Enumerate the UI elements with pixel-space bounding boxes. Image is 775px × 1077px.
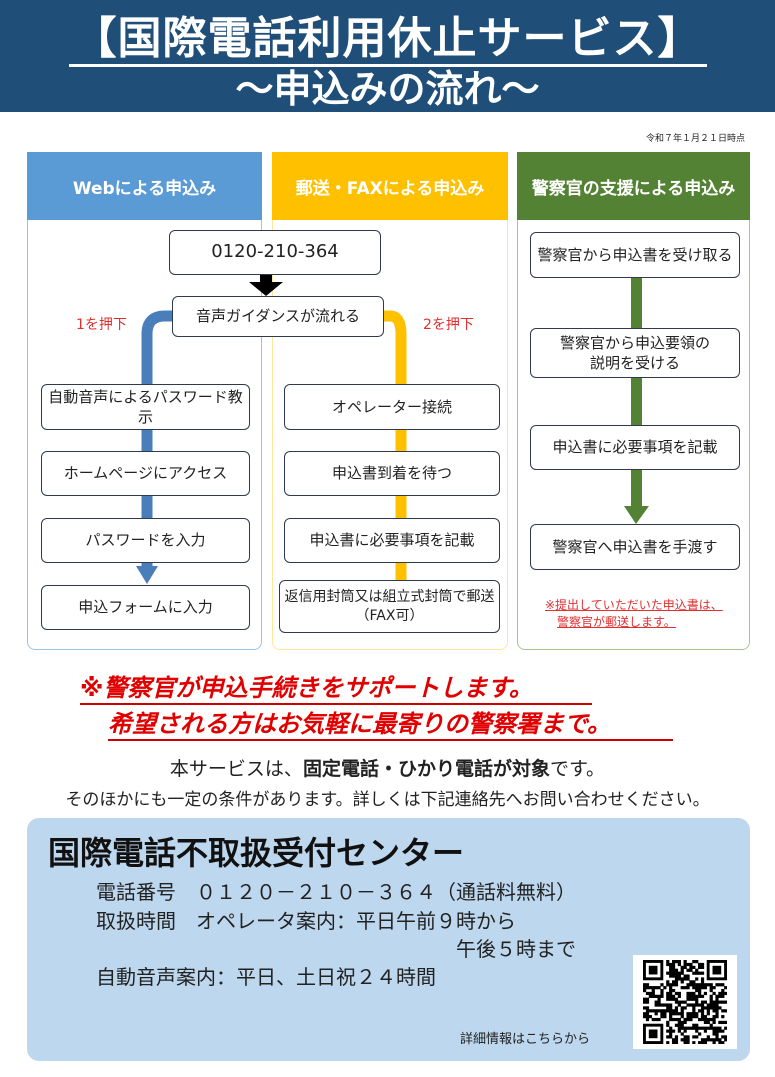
web-step: パスワードを入力 [41,518,250,563]
postal-header: 郵送・FAXによる申込み [272,152,508,220]
contact-auto: 自動音声案内：平日、土日祝２４時間 [96,965,436,989]
page-title: 【国際電話利用休止サービス】 [0,2,775,67]
postal-step: 返信用封筒又は組立式封筒で郵送（FAX可） [279,580,500,633]
police-header: 警察官の支援による申込み [517,152,750,220]
press-2-label: 2を押下 [423,317,474,333]
contact-hours-end: 午後５時まで [456,937,576,961]
target-statement: 本サービスは、固定電話・ひかり電話が対象です。 [169,758,606,780]
web-step: 自動音声によるパスワード教示 [41,384,250,430]
postal-step: オペレーター接続 [284,384,500,430]
flow-connectors [136,275,649,584]
contact-title: 国際電話不取扱受付センター [48,834,465,872]
police-step: 申込書に必要事項を記載 [530,425,740,470]
web-step: 申込フォームに入力 [41,585,250,630]
conditions-statement: そのほかにも一定の条件があります。詳しくは下記連絡先へお問い合わせください。 [65,790,710,810]
police-step: 警察官へ申込書を手渡す [530,524,740,570]
support-line-2: 希望される方はお気軽に最寄りの警察署まで。 [108,704,673,741]
postal-step: 申込書に必要事項を記載 [284,518,500,563]
support-line-1: ※警察官が申込手続きをサポートします。 [80,668,592,705]
as-of-date: 令和７年１月２１日時点 [645,134,745,144]
police-step: 警察官から申込書を受け取る [530,232,740,278]
down-arrow-black [249,282,283,296]
contact-hours: 取扱時間 オペレータ案内：平日午前９時から [96,909,516,933]
page-subtitle: ～申込みの流れ～ [235,67,540,111]
contact-phone: 電話番号 ０１２０－２１０－３６４（通話料無料） [96,880,576,904]
qr-label: 詳細情報はこちらから [460,1032,591,1047]
web-header: Webによる申込み [27,152,262,220]
contact-box [27,818,750,1061]
web-flow-pipe [141,310,175,566]
police-flow-pipe [631,278,642,508]
police-arrow-head [624,506,649,524]
web-arrow-head [136,566,158,584]
qr-code-icon[interactable] [643,960,728,1045]
voice-guidance-box: 音声ガイダンスが流れる [172,296,384,337]
press-1-label: 1を押下 [76,317,127,333]
postal-step: 申込書到着を待つ [284,451,500,496]
qr-code-container[interactable] [633,955,737,1049]
police-note: ※提出していただいた申込書は、警察官が郵送します。 [545,598,723,629]
header-banner [0,0,775,112]
postal-flow-pipe [382,310,407,582]
police-step: 警察官から申込要領の説明を受ける [530,328,740,378]
web-step: ホームページにアクセス [41,451,250,496]
phone-number-box: 0120-210-364 [169,230,381,275]
